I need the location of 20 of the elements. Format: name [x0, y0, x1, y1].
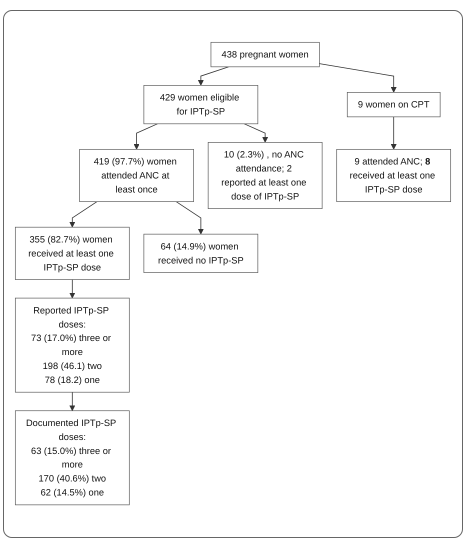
arrow	[69, 280, 76, 299]
node-box	[144, 85, 258, 125]
node-box	[14, 298, 130, 393]
node-box	[346, 92, 440, 118]
arrow	[134, 124, 158, 150]
node-box	[210, 42, 320, 68]
node-box	[79, 149, 194, 202]
node-box	[14, 227, 130, 280]
node-box	[14, 410, 130, 506]
arrow	[244, 124, 268, 144]
node-box	[208, 142, 322, 210]
arrow	[198, 66, 229, 86]
node-box	[336, 149, 452, 202]
node-box	[144, 234, 258, 274]
border-frame: 438 pregnant women 429 women eligible for IPTp-SP 419 (97.7%) women attended ANC at least once 355 (82.7%) women received at least one IPTp-SP dose Reported IPTp-SP doses: 73 (17.0%) three or more 198 (46.1) two 78 (18.2) one Documented IPTp-SP doses: 63 (15.0%) three or more 170 (40.6%) two 62 (14.5%) one 9 women on CPT 9 attended ANC; 8 received at least one IPTp-SP dose 10 (2.3%) , no ANC attendance; 2 reported at least one dose of IPTp-SP 64 (14.9%) women received no IPTp-SP	[3, 10, 463, 538]
arrow	[318, 64, 397, 94]
arrow	[69, 202, 98, 228]
arrow	[176, 202, 204, 235]
arrow	[390, 116, 397, 150]
arrow	[69, 392, 76, 412]
